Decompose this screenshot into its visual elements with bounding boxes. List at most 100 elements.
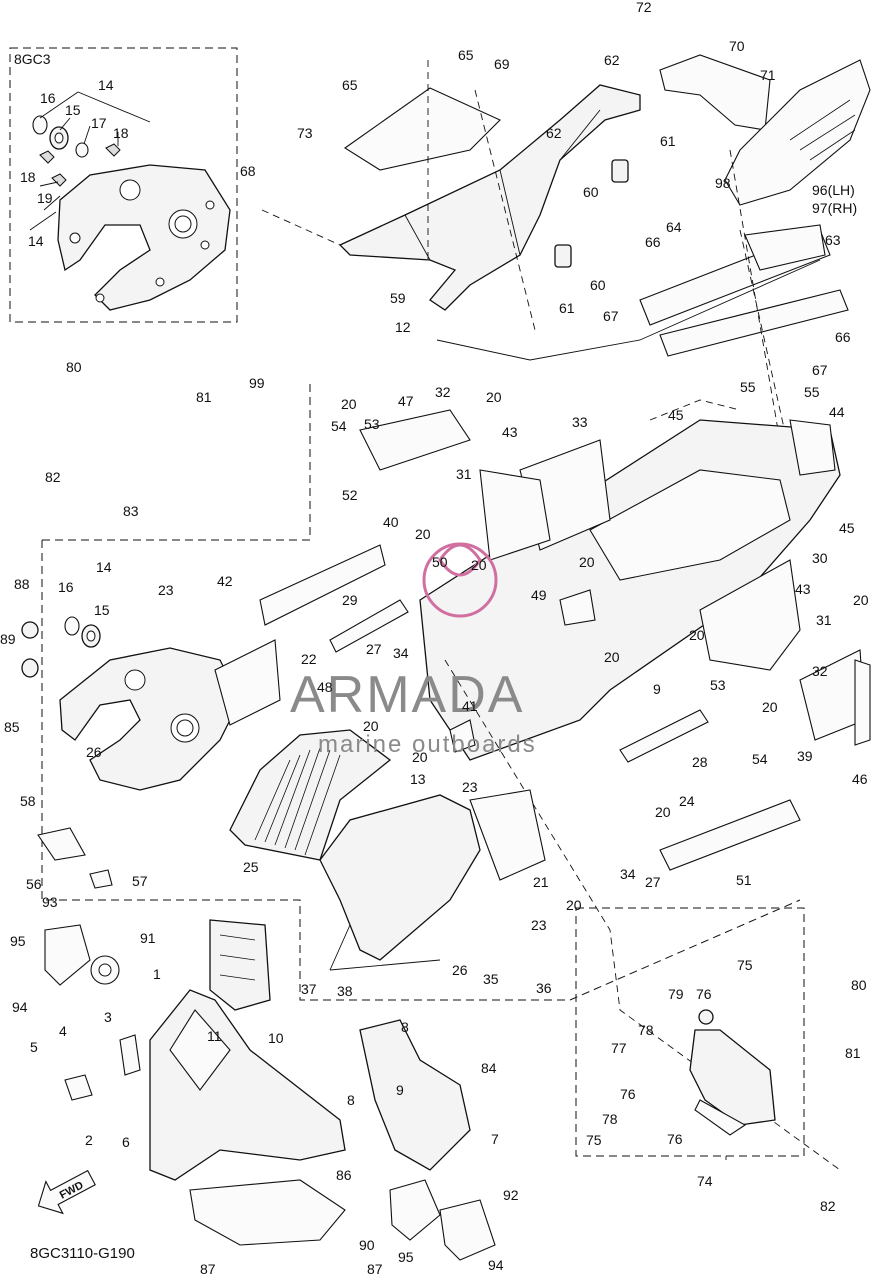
callout-76a: 76	[696, 986, 712, 1002]
engine-bracket-22[interactable]	[214, 639, 281, 726]
bracket-31[interactable]	[479, 469, 551, 561]
callout-20d: 20	[471, 557, 487, 573]
bracket-49[interactable]	[559, 589, 596, 626]
callout-75a: 75	[737, 957, 753, 973]
skid-plate-86[interactable]	[189, 1179, 346, 1246]
callout-84: 84	[481, 1060, 497, 1076]
callout-78b: 78	[602, 1111, 618, 1127]
rail-66b[interactable]	[659, 289, 849, 357]
callout-3: 3	[104, 1009, 112, 1025]
bracket-4[interactable]	[64, 1074, 93, 1101]
callout-47: 47	[398, 393, 414, 409]
bracket-56[interactable]	[37, 827, 86, 861]
callout-34a: 34	[393, 645, 409, 661]
watermark-brand: ARMADA	[290, 666, 524, 724]
grommet-79[interactable]	[698, 1009, 714, 1025]
callout-35: 35	[483, 971, 499, 987]
cover-93[interactable]	[44, 924, 91, 986]
rail-51[interactable]	[659, 799, 801, 871]
callout-80a: 80	[66, 359, 82, 375]
callout-61a: 61	[660, 133, 676, 149]
callout-9a: 9	[653, 681, 661, 697]
watermark: ARMADA marine outboards	[290, 542, 535, 758]
damper-60a[interactable]	[611, 159, 629, 183]
callout-50: 50	[432, 554, 448, 570]
callout-76c: 76	[667, 1131, 683, 1147]
fwd-arrow: FWD	[37, 1169, 96, 1215]
callout-61b: 61	[559, 300, 575, 316]
pivot-3[interactable]	[119, 1034, 141, 1076]
slide-rail-29[interactable]	[329, 599, 409, 653]
shield-10[interactable]	[209, 919, 271, 1011]
drive-case[interactable]	[59, 647, 241, 791]
callout-20g: 20	[604, 649, 620, 665]
damper-60b[interactable]	[554, 244, 572, 268]
callout-20j: 20	[412, 749, 428, 765]
bracket-41[interactable]	[449, 719, 476, 753]
callout-94b: 94	[488, 1257, 504, 1273]
callout-7: 7	[491, 1131, 499, 1147]
callout-27b: 27	[645, 874, 661, 890]
callout-2: 2	[85, 1132, 93, 1148]
callout-88: 88	[14, 576, 30, 592]
front-bracket-21[interactable]	[469, 789, 546, 881]
plate-63[interactable]	[744, 224, 826, 271]
callout-56: 56	[26, 876, 42, 892]
seal-88[interactable]	[21, 621, 39, 639]
slide-rail-28[interactable]	[619, 709, 709, 763]
callout-62a: 62	[604, 52, 620, 68]
front-frame-1[interactable]	[149, 989, 346, 1181]
callout-20f: 20	[853, 592, 869, 608]
washer-inset[interactable]	[75, 142, 89, 158]
radiator-25[interactable]	[229, 729, 392, 861]
callout-95a: 95	[10, 933, 26, 949]
inset-model-label: 8GC3	[14, 51, 51, 67]
callout-58: 58	[20, 793, 36, 809]
callout-38: 38	[337, 983, 353, 999]
cover-90[interactable]	[389, 1179, 441, 1241]
rear-flap-73[interactable]	[344, 87, 501, 171]
callout-4: 4	[59, 1023, 67, 1039]
callout-15b: 15	[94, 602, 110, 618]
rail-52[interactable]	[259, 544, 386, 626]
callout-43b: 43	[795, 581, 811, 597]
bracket-7[interactable]	[359, 1019, 471, 1171]
circlip-16[interactable]	[64, 616, 80, 636]
callout-78a: 78	[638, 1022, 654, 1038]
cover-92[interactable]	[439, 1199, 496, 1261]
runner-46[interactable]	[854, 659, 871, 746]
callout-87b: 87	[367, 1261, 383, 1276]
side-panel-30[interactable]	[699, 559, 801, 671]
callout-18a: 18	[113, 125, 129, 141]
drive-case-inset[interactable]	[57, 164, 231, 311]
side-cover-96-97[interactable]	[724, 59, 871, 206]
callout-13: 13	[410, 771, 426, 787]
callout-87a: 87	[200, 1261, 216, 1276]
callout-40: 40	[383, 514, 399, 530]
plate-57[interactable]	[89, 869, 113, 889]
callout-44: 44	[829, 404, 845, 420]
slide-rail-47[interactable]	[359, 409, 471, 471]
circlip-inset[interactable]	[32, 115, 48, 135]
bottom-parts	[44, 919, 496, 1261]
callout-54b: 54	[752, 751, 768, 767]
callout-20i: 20	[363, 718, 379, 734]
callout-95b: 95	[398, 1249, 414, 1265]
callout-83: 83	[123, 503, 139, 519]
callout-53b: 53	[710, 677, 726, 693]
callout-45a: 45	[668, 407, 684, 423]
callout-67a: 67	[603, 308, 619, 324]
steering-post-13[interactable]	[319, 794, 481, 961]
rear-bumper-44[interactable]	[789, 419, 836, 476]
callout-33: 33	[572, 414, 588, 430]
figure-code: 8GC3110-G190	[30, 1245, 135, 1262]
bracket-70[interactable]	[659, 54, 771, 131]
rear-frame[interactable]	[338, 84, 641, 311]
callout-23c: 23	[531, 917, 547, 933]
callout-60a: 60	[583, 184, 599, 200]
callout-91: 91	[140, 930, 156, 946]
callout-82b: 82	[820, 1198, 836, 1214]
seal-89[interactable]	[21, 658, 39, 678]
callout-89: 89	[0, 631, 16, 647]
bracket-74[interactable]	[689, 1029, 776, 1126]
